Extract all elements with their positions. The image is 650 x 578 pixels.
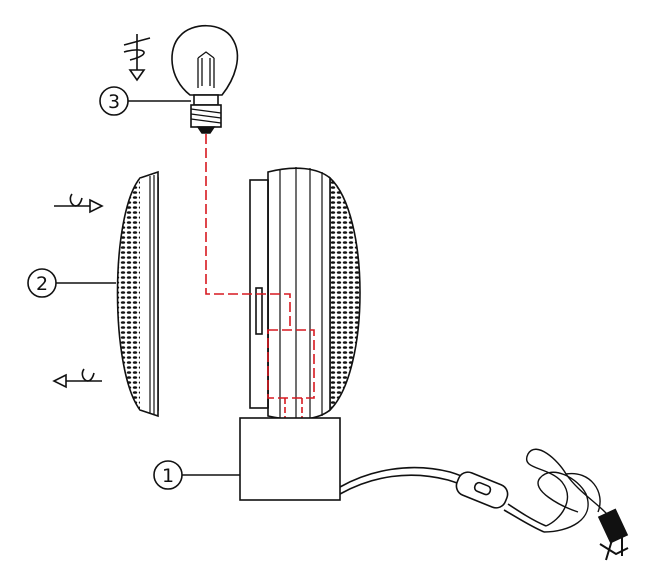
callout-1: 1	[153, 460, 240, 490]
light-bulb	[171, 25, 239, 134]
rotate-left-arrow-icon	[52, 368, 102, 389]
lamp-body	[249, 167, 361, 421]
callout-3-number: 3	[108, 91, 120, 113]
callout-1-number: 1	[162, 465, 174, 487]
callout-2-number: 2	[36, 273, 48, 295]
rotate-down-arrow-icon	[123, 34, 151, 82]
rotate-right-arrow-icon	[54, 193, 104, 214]
base	[239, 417, 341, 501]
internal-wiring	[205, 134, 315, 418]
front-shade	[116, 170, 159, 418]
callout-3: 3	[99, 86, 191, 116]
power-cord	[339, 448, 629, 561]
callout-2: 2	[27, 268, 116, 298]
